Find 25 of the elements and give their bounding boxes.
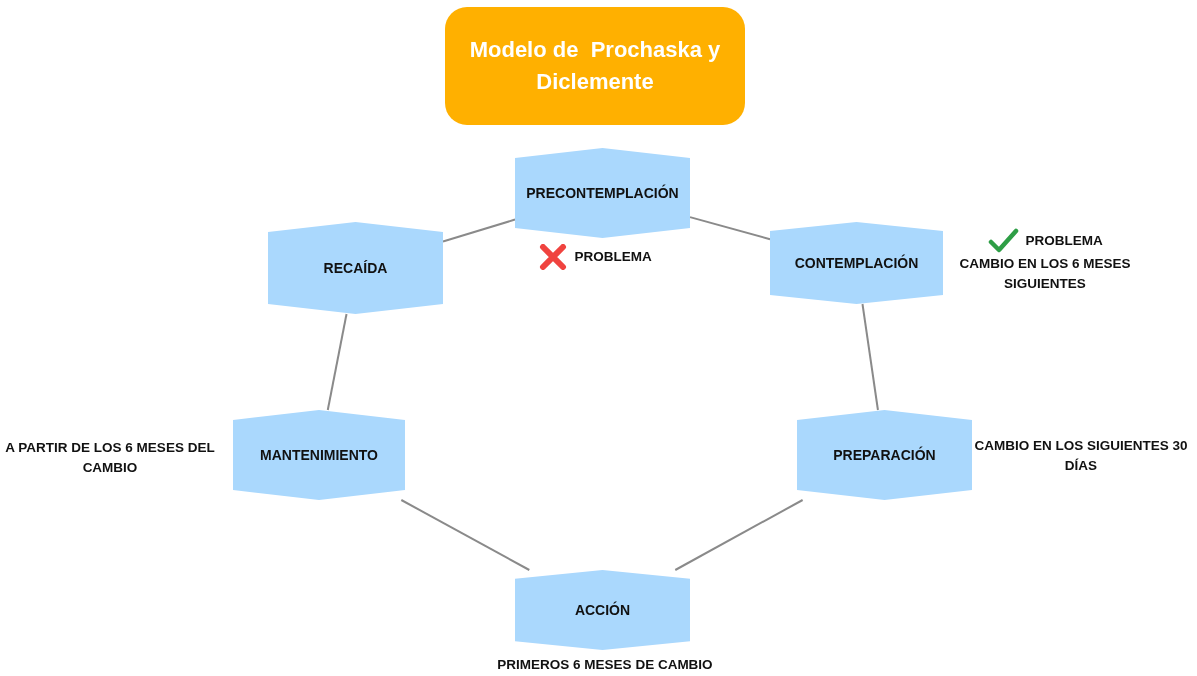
title-banner: Modelo de Prochaska y Diclemente bbox=[445, 7, 745, 125]
connector-line bbox=[861, 303, 879, 411]
stage-label: PRECONTEMPLACIÓN bbox=[526, 185, 679, 201]
stage-hexagon bbox=[233, 410, 405, 500]
stage-label: MANTENIMIENTO bbox=[260, 447, 378, 463]
stage-hexagon bbox=[268, 222, 443, 314]
stage-note: A PARTIR DE LOS 6 MESES DEL CAMBIO bbox=[5, 439, 215, 477]
connector-line bbox=[674, 499, 804, 571]
stage-note: PROBLEMA bbox=[574, 248, 652, 267]
stage-hexagon bbox=[797, 410, 972, 500]
stage-label: PREPARACIÓN bbox=[833, 447, 936, 463]
stage-hexagon bbox=[515, 570, 690, 650]
stage-label: CONTEMPLACIÓN bbox=[794, 255, 919, 271]
connector-line bbox=[442, 218, 516, 243]
stage-note: PROBLEMA bbox=[1025, 232, 1103, 251]
stage-hexagon bbox=[770, 222, 943, 304]
connector-line bbox=[400, 499, 531, 571]
stage-label: ACCIÓN bbox=[574, 602, 631, 618]
stage-hexagon bbox=[515, 148, 690, 238]
stage-note: CAMBIO EN LOS SIGUIENTES 30 DÍAS bbox=[973, 437, 1189, 475]
stage-note: CAMBIO EN LOS 6 MESES SIGUIENTES bbox=[958, 255, 1132, 293]
stage-note: PRIMEROS 6 MESES DE CAMBIO bbox=[497, 656, 713, 674]
stage-label: RECAÍDA bbox=[323, 260, 388, 276]
connector-line bbox=[326, 313, 348, 411]
connector-line bbox=[689, 216, 771, 241]
